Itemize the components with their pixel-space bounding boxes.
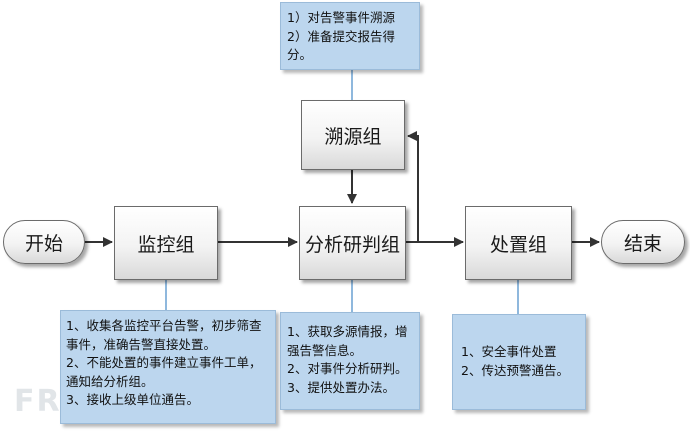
monitor-group-node: 监控组 bbox=[114, 206, 218, 280]
monitor-note-line: 3、接收上级单位通告。 bbox=[66, 392, 199, 407]
trace-note: 1）对告警事件溯源 2）准备提交报告得 分。 bbox=[280, 2, 420, 70]
arrow-analysis-to-trace bbox=[407, 131, 419, 242]
monitor-note-line: 1、收集各监控平台告警，初步筛查 bbox=[66, 318, 262, 333]
trace-group-node: 溯源组 bbox=[301, 100, 405, 170]
handle-note: 1、安全事件处置 2、传达预警通告。 bbox=[452, 314, 586, 410]
analysis-note-line: 2、对事件分析研判。 bbox=[287, 361, 408, 376]
trace-note-line: 1）对告警事件溯源 bbox=[287, 10, 395, 25]
monitor-note-line: 通知给分析组。 bbox=[66, 373, 154, 389]
trace-note-line: 2）准备提交报告得 bbox=[287, 28, 395, 44]
handle-group-node: 处置组 bbox=[465, 206, 572, 280]
analysis-note-line: 3、提供处置办法。 bbox=[287, 379, 395, 395]
analysis-group-node: 分析研判组 bbox=[299, 206, 406, 280]
trace-note-line: 分。 bbox=[287, 47, 313, 62]
monitor-note-line: 事件，准确告警直接处置。 bbox=[66, 336, 217, 352]
start-node: 开始 bbox=[3, 220, 85, 264]
monitor-note: 1、收集各监控平台告警，初步筛查 事件，准确告警直接处置。 2、不能处置的事件建… bbox=[60, 310, 276, 424]
analysis-note-line: 1、获取多源情报，增 bbox=[287, 324, 408, 339]
analysis-note-line: 强告警信息。 bbox=[287, 342, 363, 358]
handle-note-line: 2、传达预警通告。 bbox=[461, 362, 569, 378]
handle-note-line: 1、安全事件处置 bbox=[461, 344, 557, 359]
end-node: 结束 bbox=[601, 220, 685, 264]
analysis-note: 1、获取多源情报，增 强告警信息。 2、对事件分析研判。 3、提供处置办法。 bbox=[280, 312, 420, 410]
monitor-note-line: 2、不能处置的事件建立事件工单， bbox=[66, 355, 262, 370]
